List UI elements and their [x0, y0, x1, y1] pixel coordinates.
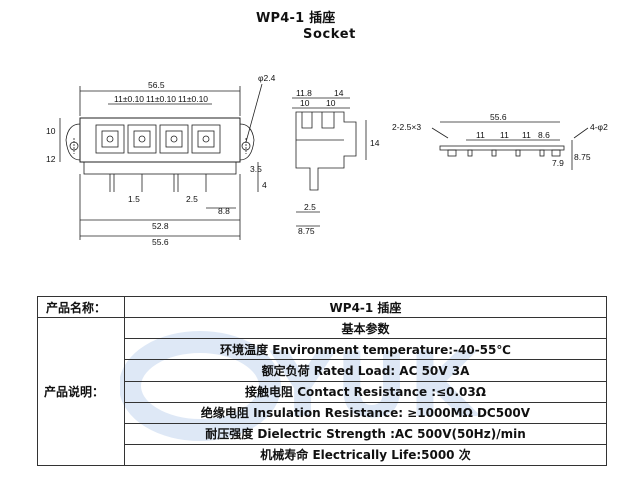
dim-56-5: 56.5	[148, 80, 165, 90]
side-view: 11.8 10 10 14 14 2.5 8.75	[292, 88, 380, 236]
spec-basic-params: 基本参数	[124, 317, 607, 340]
terminal-2	[127, 124, 157, 154]
dim-11-8: 11.8	[296, 88, 312, 98]
dim-3-5: 3.5	[250, 164, 262, 174]
spec-row: 机械寿命 Electrically Life:5000 次	[38, 443, 607, 467]
dim-pcb-8-6: 8.6	[538, 130, 550, 140]
front-view: 56.5 11±0.10 11±0.10 11±0.10	[46, 73, 276, 247]
terminal-3	[159, 124, 189, 154]
dim-2-2-5x3: 2-2.5×3	[392, 122, 421, 132]
dim-side-8-75: 8.75	[298, 226, 315, 236]
dim-12: 12	[46, 154, 56, 164]
dim-side-2-5: 2.5	[304, 202, 316, 212]
technical-drawing: 56.5 11±0.10 11±0.10 11±0.10	[46, 73, 608, 247]
spec-row-name: 产品名称： WP4-1 插座	[37, 295, 607, 319]
dim-pcb-11c: 11	[522, 130, 531, 140]
spec-insulation-resistance: 绝缘电阻 Insulation Resistance: ≥1000MΩ DC50…	[124, 401, 607, 424]
spec-row: 额定负荷 Rated Load: AC 50V 3A	[38, 359, 607, 382]
dim-52-8: 52.8	[152, 221, 169, 231]
spec-row: 产品说明： 基本参数	[37, 317, 607, 466]
product-description-label: 产品说明：	[37, 317, 125, 466]
product-name-value: WP4-1 插座	[124, 295, 607, 319]
dim-side-10a: 10	[300, 98, 310, 108]
dim-7-9: 7.9	[552, 158, 564, 168]
dim-side-14v: 14	[370, 138, 380, 148]
dim-pitch-2: 11±0.10	[146, 94, 176, 104]
spec-row: 绝缘电阻 Insulation Resistance: ≥1000MΩ DC50…	[38, 401, 607, 424]
spec-contact-resistance: 接触电阻 Contact Resistance :≤0.03Ω	[124, 380, 607, 403]
dim-55-6: 55.6	[152, 237, 169, 247]
spec-table: 产品名称： WP4-1 插座 产品说明： 基本参数 环境温度 Environme…	[37, 295, 607, 467]
dim-1-5: 1.5	[128, 194, 140, 204]
dim-phi-2-4: φ2.4	[258, 73, 276, 83]
spec-environment-temperature: 环境温度 Environment temperature:-40-55℃	[124, 338, 607, 361]
dim-side-14: 14	[334, 88, 344, 98]
dim-pcb-55-6: 55.6	[490, 112, 507, 122]
document-subtitle: Socket	[303, 27, 356, 42]
dim-10: 10	[46, 126, 56, 136]
dim-4-phi-2: 4-φ2	[590, 122, 608, 132]
dim-pcb-11a: 11	[476, 130, 485, 140]
dim-2-5: 2.5	[186, 194, 198, 204]
dim-pcb-11b: 11	[500, 130, 509, 140]
dim-4: 4	[262, 180, 267, 190]
terminal-4	[191, 124, 221, 154]
terminal-1	[95, 124, 125, 154]
spec-row: 接触电阻 Contact Resistance :≤0.03Ω	[38, 380, 607, 403]
dim-pitch-3: 11±0.10	[178, 94, 208, 104]
dim-8-8: 8.8	[218, 206, 230, 216]
pcb-footprint-view: 2-2.5×3 4-φ2 55.6 11 11 11 8.6 7.9 8.75	[392, 112, 608, 170]
dim-side-10b: 10	[326, 98, 336, 108]
spec-rated-load: 额定负荷 Rated Load: AC 50V 3A	[124, 359, 607, 382]
spec-dielectric-strength: 耐压强度 Dielectric Strength :AC 500V(50Hz)/…	[124, 422, 607, 445]
document-title: WP4-1 插座	[256, 11, 336, 26]
spec-electrical-life: 机械寿命 Electrically Life:5000 次	[124, 443, 607, 467]
dim-pitch-1: 11±0.10	[114, 94, 144, 104]
product-name-label: 产品名称：	[37, 295, 125, 319]
dim-8-75: 8.75	[574, 152, 591, 162]
